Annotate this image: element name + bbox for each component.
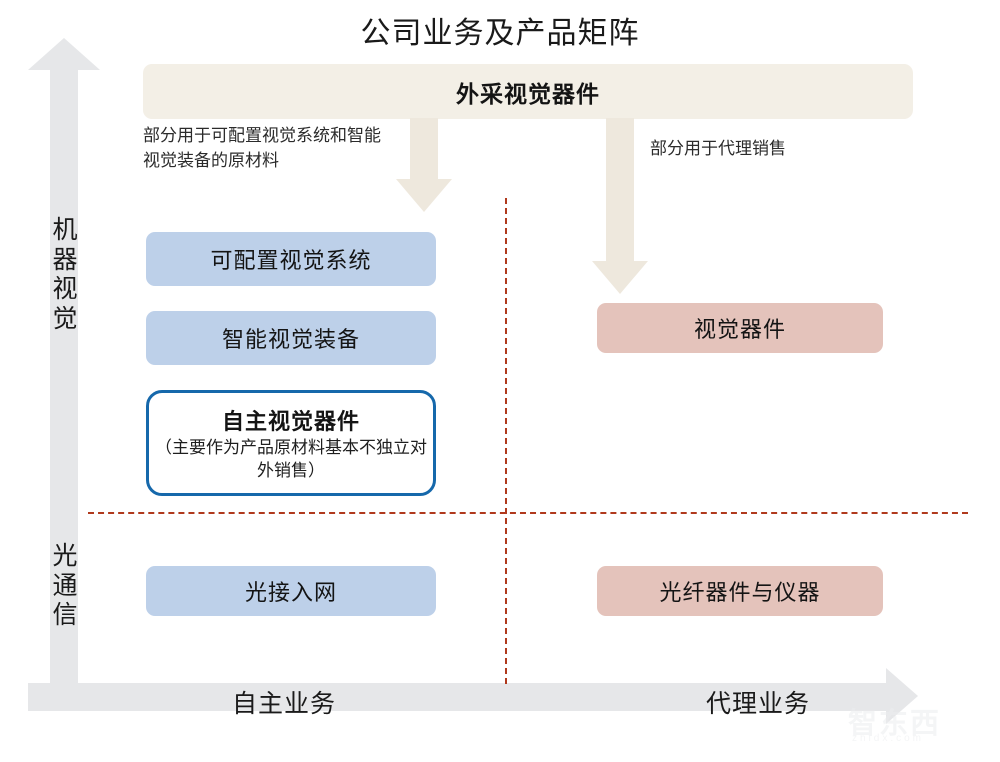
- axis-label-own-business: 自主业务: [232, 691, 337, 718]
- vertical-axis-shaft: [50, 68, 78, 683]
- watermark-site: zhidx.com: [852, 733, 925, 744]
- vertical-axis: [28, 38, 100, 683]
- box-optical-access-network: 光接入网: [146, 566, 436, 616]
- box-vision-components: 视觉器件: [597, 303, 883, 353]
- horizontal-axis-shaft: [28, 683, 888, 711]
- box-label: 可配置视觉系统: [210, 248, 372, 273]
- box-smart-vision-equipment: 智能视觉装备: [146, 311, 436, 365]
- source-bar: 外采视觉器件: [143, 64, 913, 119]
- arrow-shaft: [410, 118, 438, 180]
- box-self-developed-vision-components: 自主视觉器件 （主要作为产品原材料基本不独立对外销售）: [146, 390, 436, 496]
- box-label: 自主视觉器件: [221, 409, 360, 435]
- page-title: 公司业务及产品矩阵: [360, 17, 640, 50]
- box-note: （主要作为产品原材料基本不独立对外销售）: [155, 438, 427, 480]
- axis-label-machine-vision: 机器视觉: [52, 217, 78, 333]
- down-arrow-icon-own: [396, 118, 452, 212]
- up-arrow-icon: [28, 38, 100, 70]
- axis-label-agency-business: 代理业务: [706, 691, 811, 718]
- arrow-shaft: [606, 118, 634, 262]
- down-arrow-icon-agency: [592, 118, 648, 294]
- right-arrow-icon: [886, 668, 918, 724]
- arrow-head: [396, 179, 452, 212]
- quadrant-divider-horizontal: [88, 512, 968, 514]
- box-label: 视觉器件: [693, 317, 786, 342]
- box-fiber-components-instruments: 光纤器件与仪器: [597, 566, 883, 616]
- box-configurable-vision-system: 可配置视觉系统: [146, 232, 436, 286]
- flow-annotation-own: 部分用于可配置视觉系统和智能视觉装备的原材料: [143, 126, 381, 170]
- arrow-head: [592, 261, 648, 294]
- horizontal-axis: [28, 655, 943, 724]
- quadrant-divider-vertical: [505, 198, 507, 684]
- flow-annotation-agency: 部分用于代理销售: [650, 139, 786, 158]
- box-label: 光接入网: [244, 580, 337, 605]
- axis-label-optical-communication: 光通信: [52, 543, 78, 629]
- source-bar-label: 外采视觉器件: [456, 81, 600, 107]
- box-label: 光纤器件与仪器: [659, 580, 821, 605]
- box-label: 智能视觉装备: [221, 327, 360, 352]
